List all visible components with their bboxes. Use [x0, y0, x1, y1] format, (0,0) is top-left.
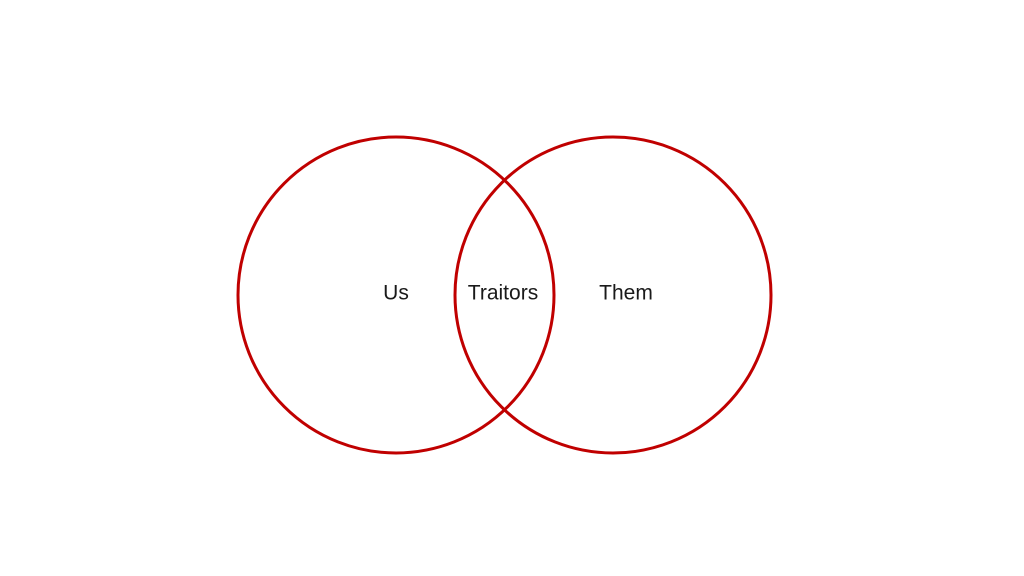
set-them-circle: [453, 135, 773, 455]
intersection-label: Traitors: [468, 282, 538, 305]
set-them-label: Them: [599, 282, 653, 305]
set-us-circle: [236, 135, 556, 455]
set-us-label: Us: [383, 282, 409, 305]
